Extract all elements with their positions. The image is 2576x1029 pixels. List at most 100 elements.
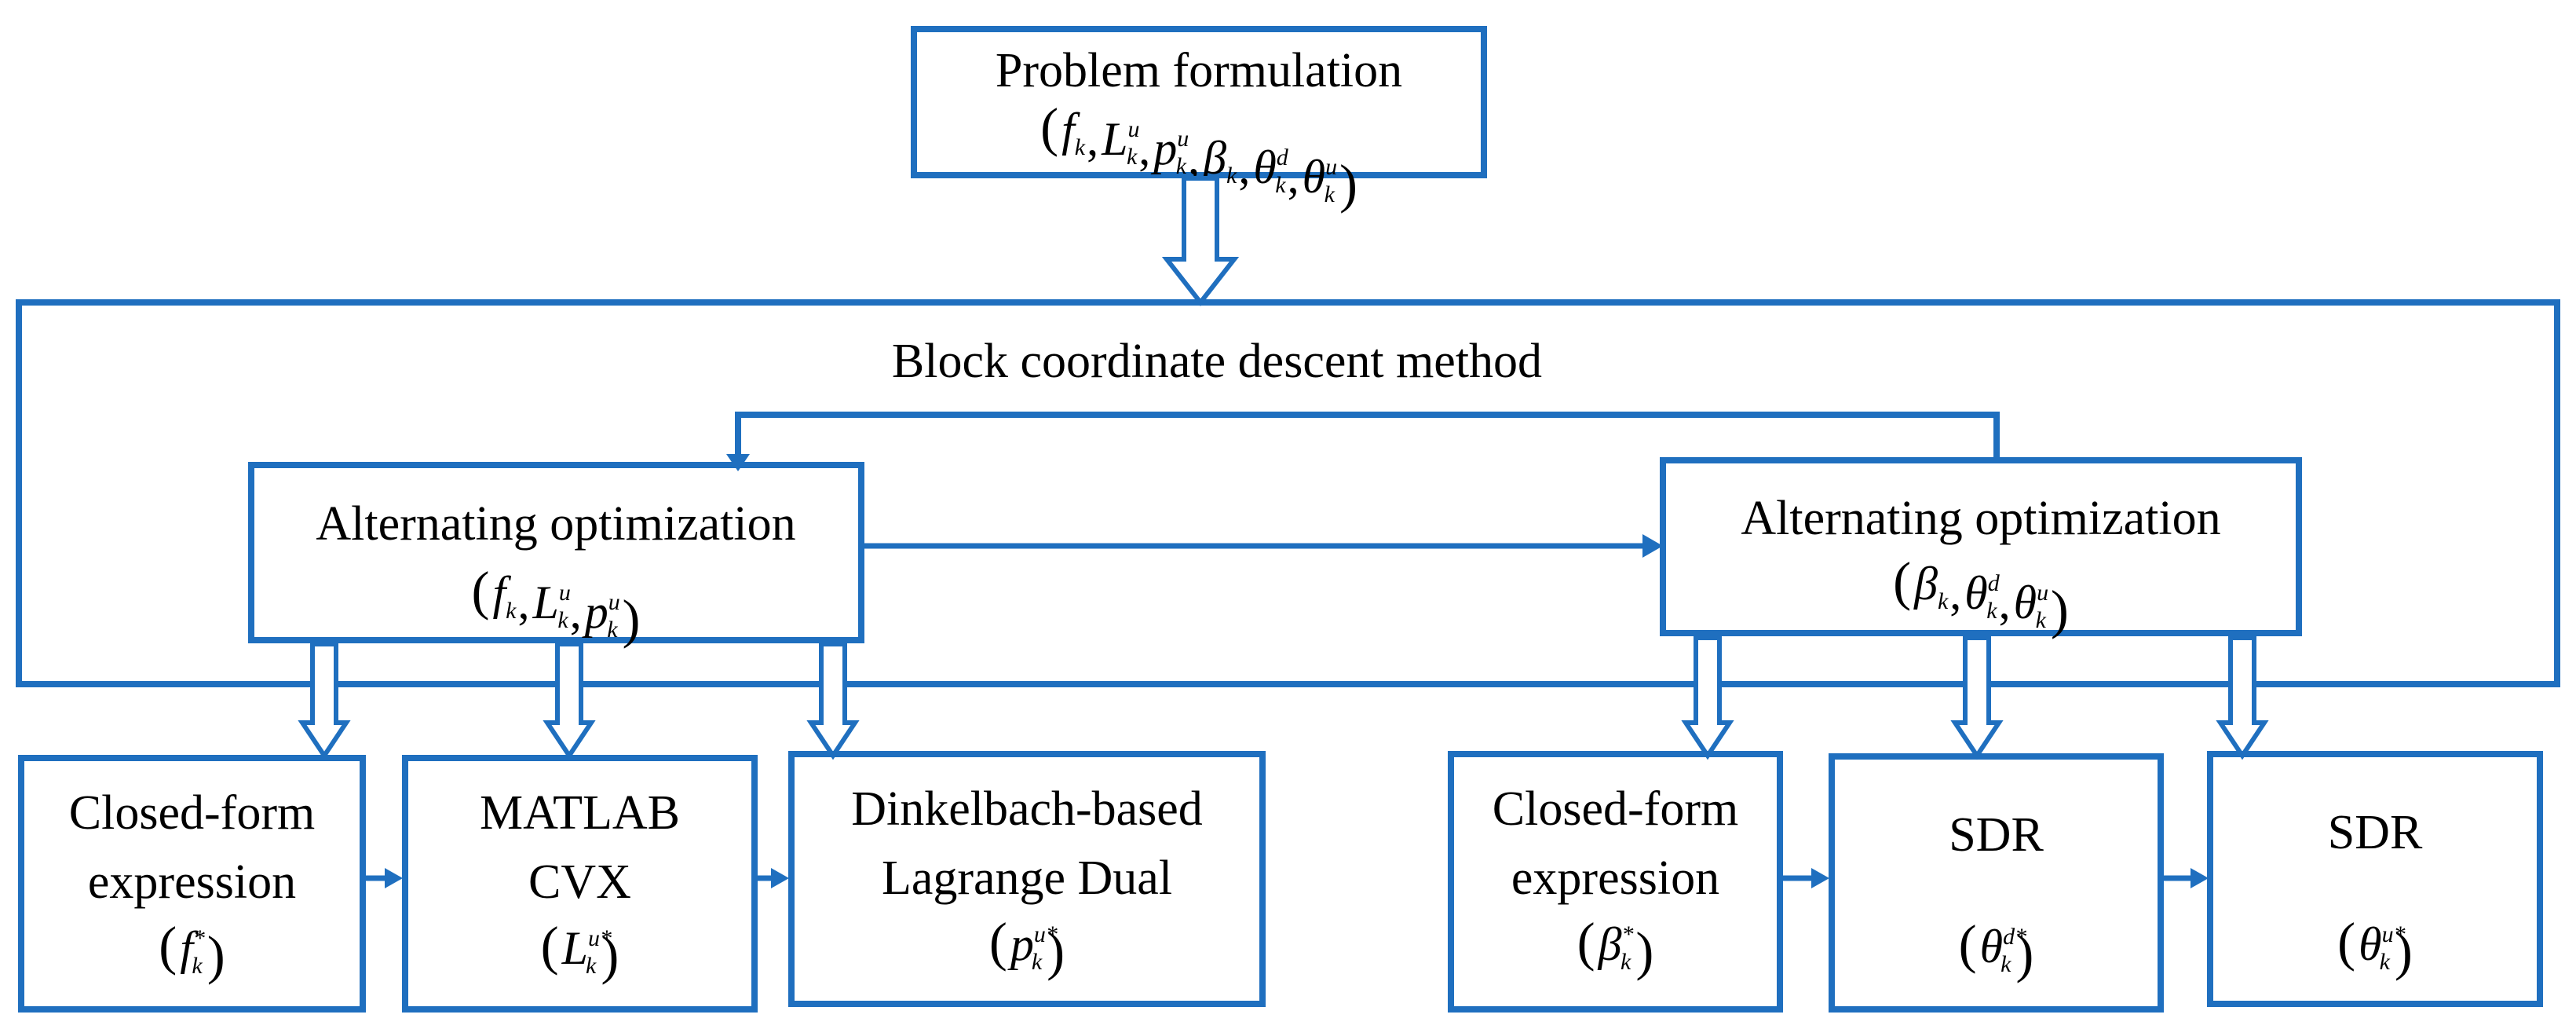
close-paren: ): [207, 925, 225, 985]
method-label-line: Lagrange Dual: [882, 851, 1172, 905]
method-label-line: expression: [88, 855, 296, 909]
method-box-frame: [18, 755, 366, 1013]
open-paren: (: [1577, 912, 1595, 972]
math-expression: (Lu*k): [541, 916, 619, 985]
var-base: L: [1101, 113, 1127, 165]
var-sub: k: [1032, 949, 1043, 975]
open-paren: (: [1959, 914, 1977, 974]
var-sup: u: [608, 589, 620, 615]
math-expression: (θd*k): [1959, 914, 2034, 983]
var-sup: u*: [2382, 921, 2406, 947]
comma: ,: [517, 577, 529, 628]
var-sub: k: [1275, 172, 1286, 198]
method-box-6: SDR (θu*k): [2207, 751, 2543, 1007]
hollow-down-arrow-6: [2216, 635, 2269, 760]
var-base: θ: [2359, 918, 2381, 970]
close-paren: ): [2015, 924, 2033, 983]
hollow-arrows: [298, 635, 2269, 760]
var-base: θ: [2014, 577, 2037, 628]
open-paren: (: [2337, 912, 2355, 972]
var-sub: k: [1938, 588, 1949, 614]
var-base: p: [582, 586, 608, 638]
math-expression: (f*k): [159, 916, 225, 985]
method-label-line: SDR: [1949, 808, 2044, 862]
method-label-line: MATLAB: [480, 786, 680, 840]
method-label-line: Closed-form: [69, 786, 315, 840]
var-base: L: [532, 577, 558, 628]
method-box-frame: [2207, 751, 2543, 1007]
hollow-down-arrow-4: [1681, 635, 1734, 760]
method-label-line: expression: [1511, 851, 1719, 905]
var-base: θ: [1980, 921, 2003, 972]
var-sub: k: [586, 953, 597, 979]
var-sup: u: [2037, 580, 2048, 606]
method-connector-1-head: [385, 868, 403, 888]
var-sup: u: [559, 580, 571, 606]
method-box-frame: [1448, 751, 1783, 1013]
var-sub: k: [1986, 598, 1997, 624]
var-base: θ: [1253, 141, 1276, 193]
var-sup: d: [1988, 570, 2001, 596]
open-paren: (: [159, 916, 177, 976]
comma: ,: [1138, 123, 1150, 174]
method-var: (θd*k): [1959, 914, 2034, 983]
method-label-line: CVX: [528, 855, 631, 909]
open-paren: (: [541, 916, 559, 976]
comma: ,: [1087, 113, 1098, 165]
method-var: (θu*k): [2337, 912, 2413, 981]
open-paren: (: [472, 561, 490, 621]
method-connector-2-head: [771, 868, 789, 888]
ao-right-title: Alternating optimization: [1741, 492, 2220, 545]
close-paren: ): [2395, 921, 2413, 981]
method-label-line: Dinkelbach-based: [851, 782, 1203, 836]
hollow-arrow-problem-to-bcd: [1161, 176, 1240, 306]
problem-formulation-title: Problem formulation: [996, 44, 1402, 97]
method-connectors: [363, 868, 2209, 888]
method-var: (pu*k): [989, 912, 1065, 981]
math-expression: (θu*k): [2337, 912, 2413, 981]
method-label-line: SDR: [2328, 806, 2423, 859]
var-base: p: [1150, 123, 1177, 174]
method-var: (f*k): [159, 916, 225, 985]
var-sup: *: [1622, 921, 1634, 947]
close-paren: ): [1047, 921, 1065, 981]
method-boxes: Closed-form expression (f*k) MATLAB CVX (Lu*k…: [18, 751, 2543, 1013]
method-box-5: SDR (θd*k): [1829, 753, 2164, 1013]
feedback-loop-arrow: [735, 412, 2000, 463]
close-paren: ): [2051, 580, 2069, 639]
var-sub: k: [1176, 153, 1187, 179]
var-sup: u*: [588, 925, 612, 951]
var-sup: d: [1277, 145, 1289, 170]
var-sub: k: [506, 598, 517, 624]
hollow-down-arrow-1: [298, 642, 351, 760]
open-paren: (: [989, 912, 1007, 972]
var-base: β: [1598, 918, 1622, 970]
comma: ,: [1949, 567, 1961, 619]
var-sub: k: [2001, 951, 2011, 977]
method-var: (β*k): [1577, 912, 1654, 981]
comma: ,: [570, 586, 582, 638]
open-paren: (: [1040, 97, 1058, 157]
comma: ,: [1288, 151, 1299, 203]
hollow-down-arrow-5: [1950, 635, 2004, 760]
close-paren: ): [1635, 921, 1653, 981]
method-box-frame: [1829, 753, 2164, 1013]
var-sup: u*: [1034, 921, 1058, 947]
hollow-down-arrow-3: [806, 642, 860, 760]
var-base: θ: [1303, 151, 1325, 203]
var-sub: k: [1325, 181, 1336, 207]
method-box-1: Closed-form expression (f*k): [18, 755, 366, 1013]
open-paren: (: [1893, 551, 1911, 611]
bcd-title: Block coordinate descent method: [892, 335, 1542, 388]
var-sub: k: [607, 617, 618, 643]
method-var: (Lu*k): [541, 916, 619, 985]
